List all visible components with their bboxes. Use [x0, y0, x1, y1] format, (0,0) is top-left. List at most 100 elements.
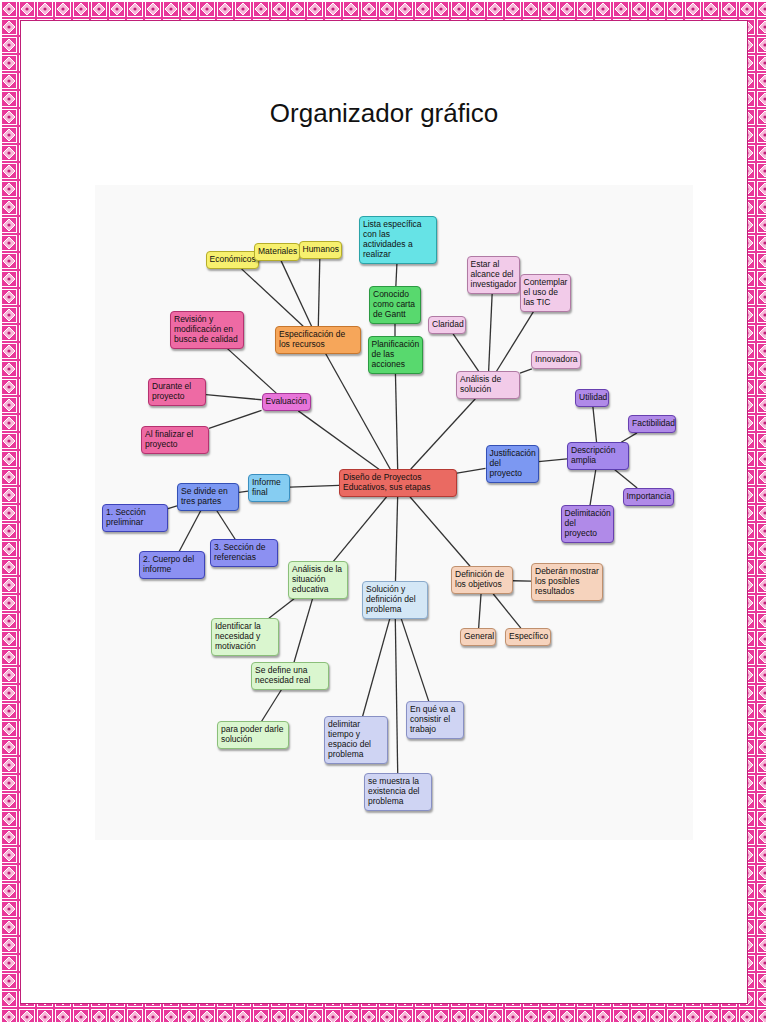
frame-band: [2, 1004, 766, 1022]
branch-line: [396, 264, 397, 287]
topic-text: Estar al alcance del investigador: [471, 260, 516, 289]
topic-box: Análisis de solución: [456, 371, 520, 399]
frame-band: [2, 2, 766, 20]
branch-line: [227, 349, 276, 393]
branch-line: [395, 497, 397, 582]
branch-line: [217, 511, 235, 539]
branch-line: [333, 497, 386, 562]
topic-text: Se divide en tres partes: [181, 487, 235, 507]
topic-text: Informe final: [252, 478, 286, 498]
topic-box: Especificación de los recursos: [275, 326, 361, 354]
topic-box: Utilidad: [575, 389, 609, 407]
topic-box: Importancia: [623, 488, 674, 506]
topic-box: General: [460, 628, 496, 646]
branch-line: [239, 491, 248, 492]
frame-band: [748, 2, 766, 1022]
topic-text: 2. Cuerpo del informe: [143, 555, 201, 575]
branch-line: [168, 506, 177, 509]
topic-text: Análisis de la situación educativa: [292, 565, 344, 594]
topic-box: Factibilidad: [628, 415, 676, 433]
topic-text: Revisión y modificación en busca de cali…: [174, 315, 240, 344]
branch-line: [318, 259, 319, 326]
topic-box: Revisión y modificación en busca de cali…: [170, 311, 244, 348]
branch-line: [457, 468, 486, 473]
topic-box: Conocido como carta de Gantt: [369, 286, 421, 323]
branch-line: [206, 395, 262, 400]
topic-text: Específico: [509, 632, 547, 642]
topic-box: se muestra la existencia del problema: [364, 773, 432, 810]
topic-box: Delimitación del proyecto: [561, 505, 614, 542]
branch-line: [493, 594, 521, 628]
topic-text: se muestra la existencia del problema: [368, 777, 428, 806]
topic-box: Al finalizar el proyecto: [141, 426, 209, 454]
branch-line: [281, 261, 311, 326]
topic-box: Descripción amplia: [567, 442, 629, 470]
topic-box: Económicos: [206, 251, 259, 269]
central-topic: Diseño de Proyectos Educativos, sus etap…: [339, 469, 457, 497]
topic-text: Definición de los objetivos: [455, 570, 509, 590]
topic-box: para poder darle solución: [217, 721, 289, 749]
branch-line: [539, 459, 568, 462]
branch-line: [395, 619, 397, 774]
topic-box: Definición de los objetivos: [451, 566, 513, 594]
topic-box: Claridad: [428, 316, 466, 334]
topic-text: 3. Sección de referencias: [214, 543, 274, 563]
topic-text: Claridad: [432, 320, 462, 330]
topic-text: Importancia: [627, 492, 670, 502]
topic-text: General: [464, 632, 492, 642]
topic-text: Se define una necesidad real: [255, 666, 325, 686]
topic-box: Evaluación: [262, 393, 311, 411]
topic-text: Conocido como carta de Gantt: [373, 290, 417, 319]
branch-line: [479, 594, 481, 628]
topic-text: Identificar la necesidad y motivación: [215, 622, 275, 651]
topic-box: 1. Sección preliminar: [102, 504, 168, 532]
topic-box: Informe final: [248, 474, 290, 502]
topic-box: 3. Sección de referencias: [210, 539, 278, 567]
topic-text: Planificación de las acciones: [372, 340, 419, 369]
topic-text: para poder darle solución: [221, 725, 285, 745]
topic-text: Solución y definición del problema: [366, 585, 424, 614]
topic-box: Justificación del proyecto: [486, 445, 539, 482]
diagram-ground: [95, 185, 693, 840]
branch-line: [401, 619, 429, 702]
branch-line: [513, 580, 531, 582]
topic-box: Solución y definición del problema: [362, 581, 428, 618]
topic-text: Diseño de Proyectos Educativos, sus etap…: [343, 473, 453, 493]
topic-text: Económicos: [210, 255, 255, 265]
topic-box: Materiales: [254, 243, 300, 261]
topic-text: Análisis de solución: [460, 375, 516, 395]
branch-line: [395, 374, 397, 470]
branch-line: [615, 470, 637, 488]
branch-line: [453, 334, 479, 371]
topic-box: Innovadora: [531, 351, 581, 369]
topic-box: Análisis de la situación educativa: [288, 561, 348, 598]
topic-box: Contemplar el uso de las TIC: [520, 274, 571, 311]
topic-text: Descripción amplia: [571, 446, 625, 466]
topic-text: Utilidad: [579, 393, 605, 403]
topic-text: Al finalizar el proyecto: [145, 430, 205, 450]
topic-text: Especificación de los recursos: [279, 330, 357, 350]
topic-box: Lista específica con las actividades a r…: [359, 216, 437, 263]
branch-line: [593, 407, 597, 442]
topic-text: delimitar tiempo y espacio del problema: [328, 720, 384, 759]
branch-line: [179, 511, 200, 551]
branch-line: [590, 470, 596, 506]
branch-line: [410, 497, 470, 566]
branch-line: [294, 599, 313, 663]
topic-box: Se define una necesidad real: [251, 662, 329, 690]
branch-line: [242, 269, 304, 326]
topic-text: Deberán mostrar los posibles resultados: [535, 567, 599, 596]
topic-box: Identificar la necesidad y motivación: [211, 618, 279, 655]
topic-box: Humanos: [299, 241, 342, 259]
topic-text: Materiales: [258, 247, 296, 257]
branch-line: [411, 399, 476, 469]
branch-line: [209, 410, 262, 428]
topic-text: 1. Sección preliminar: [106, 508, 164, 528]
topic-text: Humanos: [303, 245, 338, 255]
topic-text: Evaluación: [266, 397, 307, 407]
branch-line: [394, 324, 395, 337]
branch-line: [489, 294, 493, 372]
branch-line: [290, 485, 339, 487]
topic-box: Planificación de las acciones: [368, 336, 423, 373]
